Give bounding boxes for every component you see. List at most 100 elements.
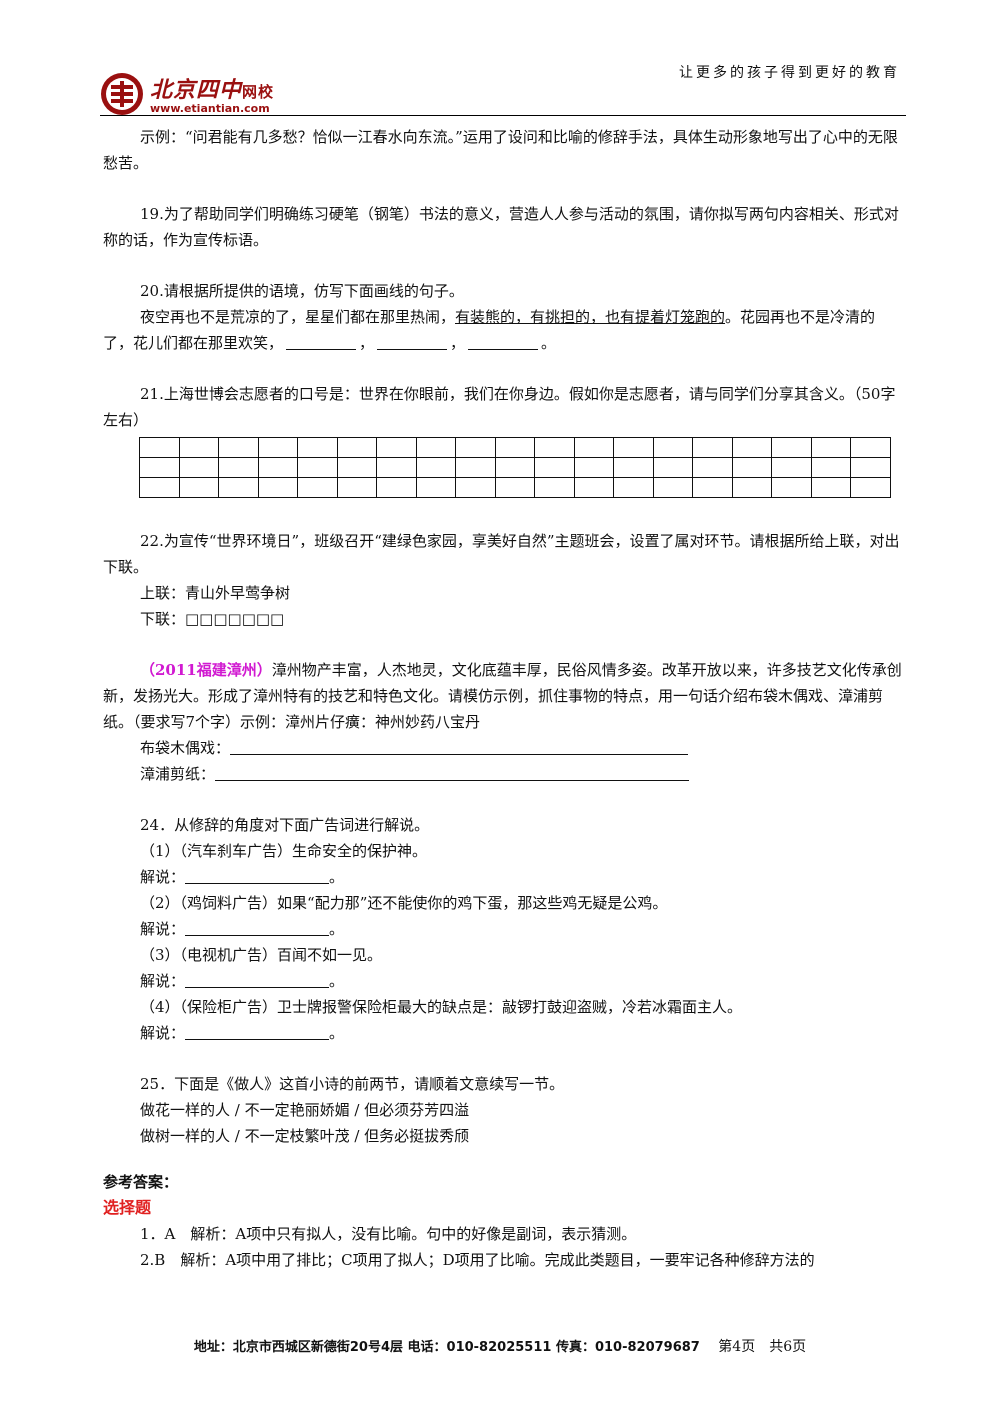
q23-blank-2[interactable] — [215, 764, 690, 781]
grid-cell[interactable] — [376, 457, 417, 478]
grid-cell[interactable] — [178, 477, 219, 498]
page-content: 示例：“问君能有几多愁？恰似一江春水向东流。”运用了设问和比喻的修辞手法，具体生… — [103, 124, 903, 1273]
grid-cell[interactable] — [257, 477, 298, 498]
grid-cell[interactable] — [810, 477, 851, 498]
header-slogan: 让更多的孩子得到更好的教育 — [679, 65, 900, 81]
grid-cell[interactable] — [573, 477, 614, 498]
grid-cell[interactable] — [218, 457, 259, 478]
page-header: 北京四中网校 www.etiantian.com 让更多的孩子得到更好的教育 — [100, 58, 900, 118]
logo-net: 网校 — [242, 83, 275, 101]
q23-item-2: 漳浦剪纸： — [103, 761, 903, 787]
grid-cell[interactable] — [139, 477, 180, 498]
grid-cell[interactable] — [297, 437, 338, 458]
grid-cell[interactable] — [771, 457, 812, 478]
grid-cell[interactable] — [692, 457, 733, 478]
grid-cell[interactable] — [139, 437, 180, 458]
grid-cell[interactable] — [139, 457, 180, 478]
grid-cell[interactable] — [692, 437, 733, 458]
grid-row — [139, 457, 891, 478]
grid-cell[interactable] — [573, 437, 614, 458]
answer-blank-1[interactable] — [286, 333, 357, 350]
q24-item: （4）（保险柜广告）卫士牌报警保险柜最大的缺点是：敲锣打鼓迎盗贼，冷若冰霜面主人… — [140, 998, 743, 1016]
question-22: 22.为宣传“世界环境日”，班级召开“建绿色家园，享美好自然”主题班会，设置了属… — [103, 532, 900, 576]
q24-explain-blank[interactable] — [185, 867, 330, 884]
grid-cell[interactable] — [534, 457, 575, 478]
q24-item: （3）（电视机广告）百闻不如一见。 — [140, 946, 383, 964]
logo-name: 北京四中 — [150, 78, 243, 103]
grid-cell[interactable] — [257, 437, 298, 458]
q24-item: （1）（汽车刹车广告）生命安全的保护神。 — [140, 842, 428, 860]
q23-item-1: 布袋木偶戏： — [103, 735, 903, 761]
grid-cell[interactable] — [731, 437, 772, 458]
grid-cell[interactable] — [178, 437, 219, 458]
answers-heading: 参考答案： — [103, 1173, 179, 1191]
q23-blank-1[interactable] — [230, 738, 689, 755]
q24-explain-blank[interactable] — [185, 1023, 330, 1040]
answer-blank-3[interactable] — [468, 333, 539, 350]
grid-cell[interactable] — [455, 437, 496, 458]
logo-emblem-icon — [101, 73, 143, 115]
answers-section: 选择题 — [103, 1198, 152, 1217]
couplet-lower: 下联：□□□□□□□ — [140, 610, 285, 628]
grid-cell[interactable] — [613, 437, 654, 458]
grid-cell[interactable] — [534, 477, 575, 498]
poem-line-2: 做树一样的人 / 不一定枝繁叶茂 / 但务必挺拔秀颀 — [140, 1127, 470, 1145]
grid-cell[interactable] — [218, 437, 259, 458]
grid-cell[interactable] — [652, 477, 693, 498]
grid-cell[interactable] — [336, 437, 377, 458]
footer-page-number: 第4页 共6页 — [718, 1339, 807, 1355]
grid-cell[interactable] — [297, 457, 338, 478]
grid-cell[interactable] — [494, 457, 535, 478]
grid-cell[interactable] — [652, 437, 693, 458]
grid-cell[interactable] — [297, 477, 338, 498]
question-source-tag: （2011福建漳州） — [140, 661, 272, 679]
grid-cell[interactable] — [850, 457, 891, 478]
grid-cell[interactable] — [218, 477, 259, 498]
grid-cell[interactable] — [771, 437, 812, 458]
couplet-upper: 上联：青山外早莺争树 — [140, 584, 291, 602]
grid-cell[interactable] — [376, 477, 417, 498]
grid-cell[interactable] — [613, 457, 654, 478]
grid-cell[interactable] — [850, 437, 891, 458]
question-23: （2011福建漳州）漳州物产丰富，人杰地灵，文化底蕴丰厚，民俗风情多姿。改革开放… — [103, 661, 902, 731]
writing-grid[interactable] — [139, 437, 891, 498]
grid-cell[interactable] — [573, 457, 614, 478]
grid-cell[interactable] — [178, 457, 219, 478]
grid-cell[interactable] — [810, 457, 851, 478]
grid-cell[interactable] — [692, 477, 733, 498]
grid-row — [139, 477, 891, 498]
q24-explain-line: 解说：。 — [140, 971, 345, 990]
grid-cell[interactable] — [415, 477, 456, 498]
grid-cell[interactable] — [494, 477, 535, 498]
answer-blank-2[interactable] — [377, 333, 448, 350]
underlined-sentence: 有装熊的，有挑担的，也有提着灯笼跑的 — [455, 308, 726, 326]
grid-cell[interactable] — [415, 457, 456, 478]
grid-cell[interactable] — [613, 477, 654, 498]
grid-cell[interactable] — [771, 477, 812, 498]
grid-cell[interactable] — [455, 477, 496, 498]
question-24-title: 24．从修辞的角度对下面广告词进行解说。 — [140, 816, 430, 834]
grid-cell[interactable] — [731, 457, 772, 478]
logo-url: www.etiantian.com — [150, 102, 270, 115]
question-25-title: 25．下面是《做人》这首小诗的前两节，请顺着文意续写一节。 — [140, 1075, 565, 1093]
grid-cell[interactable] — [257, 457, 298, 478]
q24-explain-blank[interactable] — [185, 971, 330, 988]
grid-cell[interactable] — [810, 437, 851, 458]
grid-cell[interactable] — [455, 457, 496, 478]
grid-cell[interactable] — [652, 457, 693, 478]
example-paragraph: 示例：“问君能有几多愁？恰似一江春水向东流。”运用了设问和比喻的修辞手法，具体生… — [103, 128, 898, 172]
grid-cell[interactable] — [850, 477, 891, 498]
q24-explain-blank[interactable] — [185, 919, 330, 936]
grid-cell[interactable] — [534, 437, 575, 458]
grid-cell[interactable] — [336, 477, 377, 498]
grid-row — [139, 437, 891, 458]
grid-cell[interactable] — [731, 477, 772, 498]
q24-explain-line: 解说：。 — [140, 919, 345, 938]
grid-cell[interactable] — [494, 437, 535, 458]
grid-cell[interactable] — [376, 437, 417, 458]
grid-cell[interactable] — [336, 457, 377, 478]
header-divider — [100, 115, 906, 116]
grid-cell[interactable] — [415, 437, 456, 458]
question-20-title: 20.请根据所提供的语境，仿写下面画线的句子。 — [140, 282, 464, 300]
